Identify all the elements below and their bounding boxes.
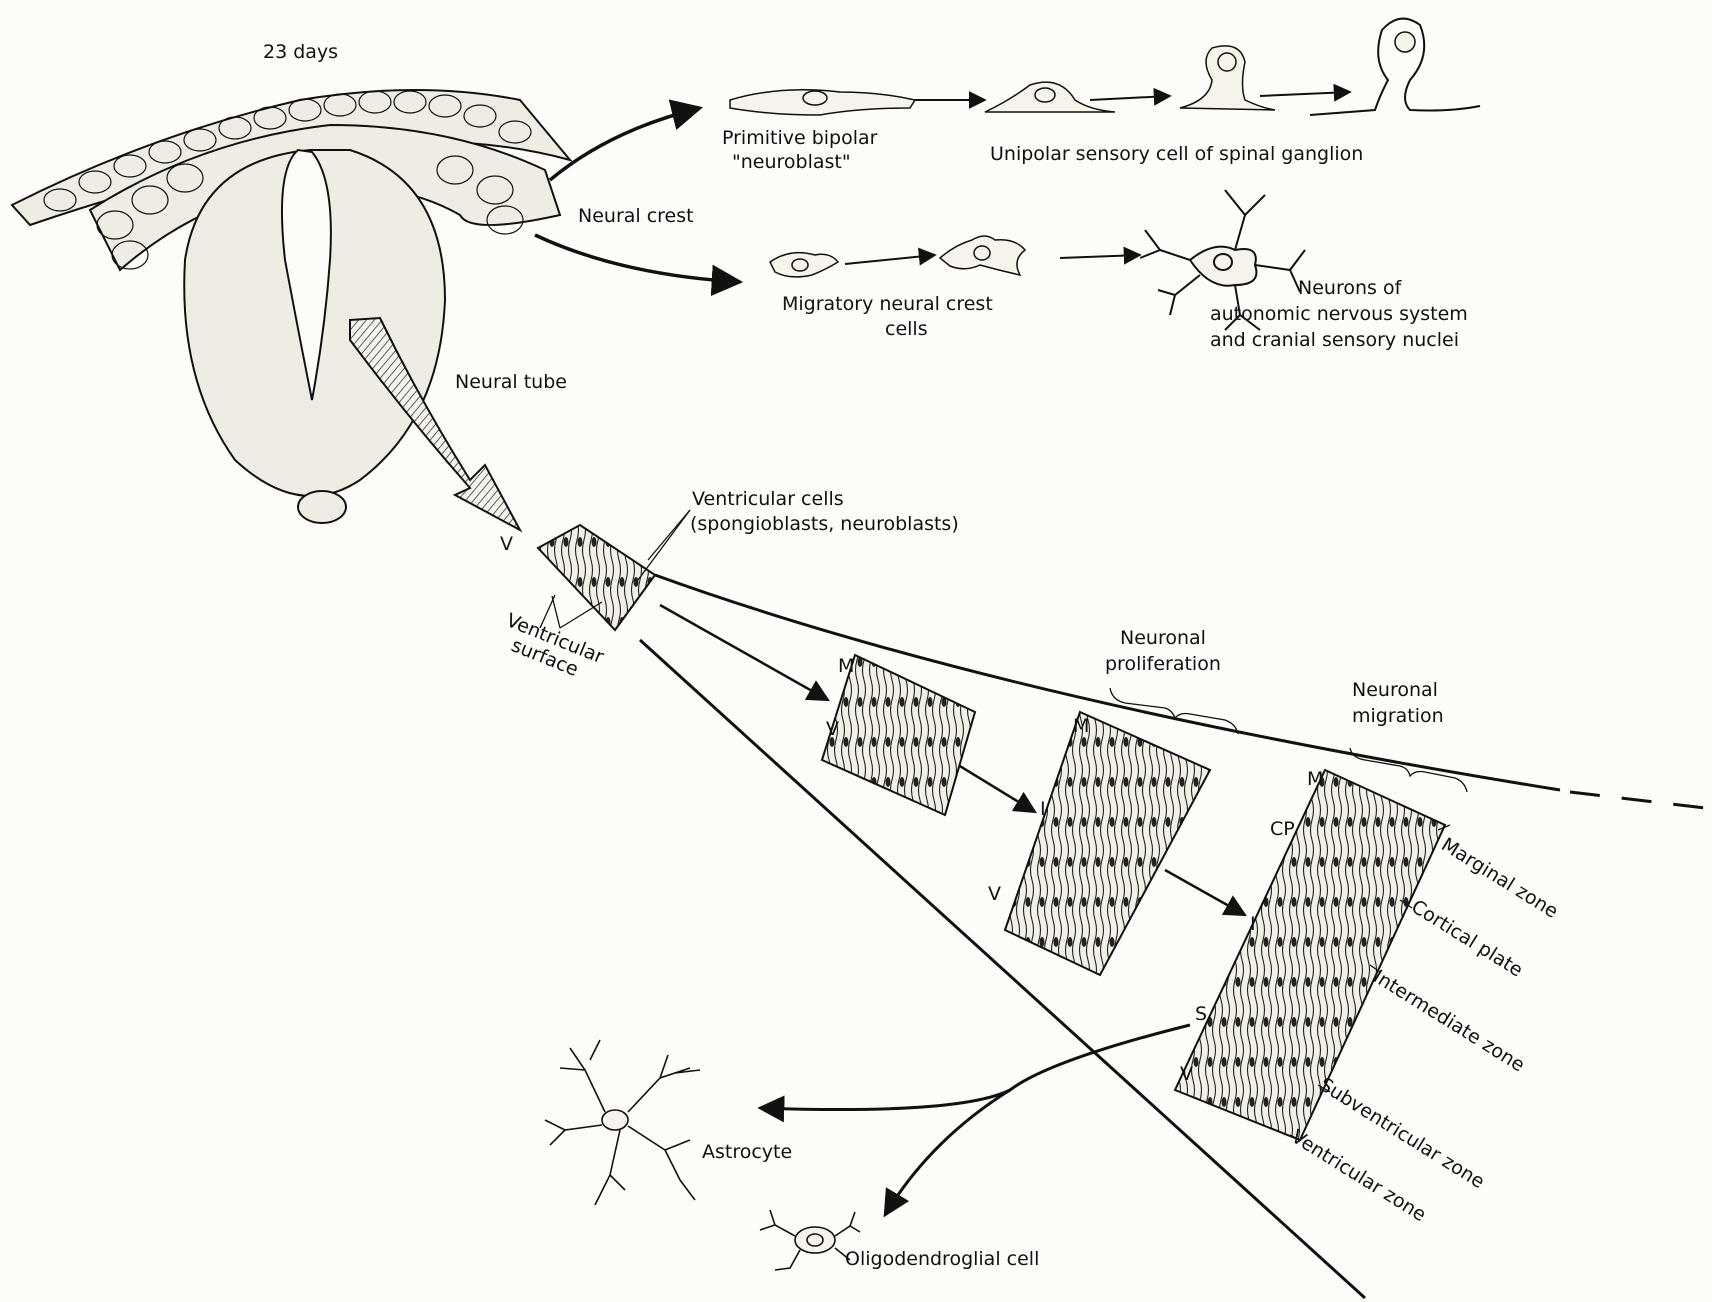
letter-s: S [1195, 1003, 1207, 1025]
notochord [298, 491, 346, 523]
letter-v-4: V [1180, 1063, 1193, 1085]
arrow-bipolar-3 [1260, 92, 1350, 96]
arrow-stage-1 [660, 605, 828, 700]
astrocyte-label: Astrocyte [702, 1141, 792, 1163]
arrow-to-astrocyte [760, 1025, 1190, 1110]
stage-block-2 [822, 655, 975, 815]
neural-tube-label: Neural tube [455, 371, 567, 393]
proliferation-label-2: proliferation [1105, 653, 1221, 675]
letter-m-1: M [838, 655, 854, 677]
letter-cp: CP [1270, 818, 1295, 840]
migratory-label-1: Migratory neural crest [782, 293, 993, 315]
arrow-stage-3 [1165, 870, 1245, 915]
bipolar-neuroblast-cell [730, 90, 915, 115]
ventricular-cells-label-2: (spongioblasts, neuroblasts) [690, 513, 959, 535]
migratory-label-2: cells [885, 318, 928, 340]
ventricular-cells-label-1: Ventricular cells [692, 488, 844, 510]
letter-v-1: V [500, 533, 513, 555]
migration-label-2: migration [1352, 705, 1444, 727]
stage-block-4 [1175, 770, 1445, 1140]
autonomic-label-2: autonomic nervous system [1210, 303, 1468, 325]
arrow-to-bipolar [550, 108, 700, 180]
migratory-cell-2 [940, 236, 1025, 275]
ventricular-cells-block [538, 525, 655, 630]
primitive-bipolar-label-1: Primitive bipolar [722, 127, 878, 149]
letter-i-1: I [1040, 798, 1046, 820]
letter-v-2: V [826, 718, 839, 740]
arrow-to-migratory [535, 235, 740, 282]
arrow-bipolar-2 [1090, 96, 1170, 100]
astrocyte-cell [545, 1040, 700, 1205]
autonomic-label-3: and cranial sensory nuclei [1210, 329, 1459, 351]
unipolar-label: Unipolar sensory cell of spinal ganglion [990, 143, 1363, 165]
marginal-zone-label: Marginal zone [1437, 834, 1562, 923]
arrow-migratory-2 [1060, 255, 1140, 258]
arrow-migratory-1 [845, 255, 935, 264]
unipolar-cell-mature [1310, 19, 1480, 115]
transitional-cell [985, 82, 1115, 112]
unipolar-cell-early [1180, 46, 1275, 110]
intermediate-zone-label: Intermediate zone [1369, 966, 1528, 1077]
arrow-stage-2 [950, 760, 1035, 812]
age-label: 23 days [263, 41, 338, 63]
migratory-cell-1 [770, 253, 838, 277]
neural-tube [184, 150, 445, 523]
letter-m-2: M [1073, 715, 1089, 737]
bracket-migration [1350, 748, 1467, 792]
stage-block-3 [1005, 712, 1210, 975]
neural-crest-label: Neural crest [578, 205, 694, 227]
oligodendroglial-label: Oligodendroglial cell [845, 1248, 1039, 1270]
proliferation-label-1: Neuronal [1120, 627, 1206, 649]
primitive-bipolar-label-2: "neuroblast" [732, 151, 851, 173]
letter-v-3: V [988, 883, 1001, 905]
letter-m-3: M [1307, 768, 1323, 790]
autonomic-label-1: Neurons of [1298, 277, 1403, 299]
migration-label-1: Neuronal [1352, 679, 1438, 701]
cortical-plate-label: Cortical plate [1407, 896, 1526, 982]
letter-i-2: I [1250, 913, 1256, 935]
cone-upper-dashed [1570, 792, 1705, 808]
